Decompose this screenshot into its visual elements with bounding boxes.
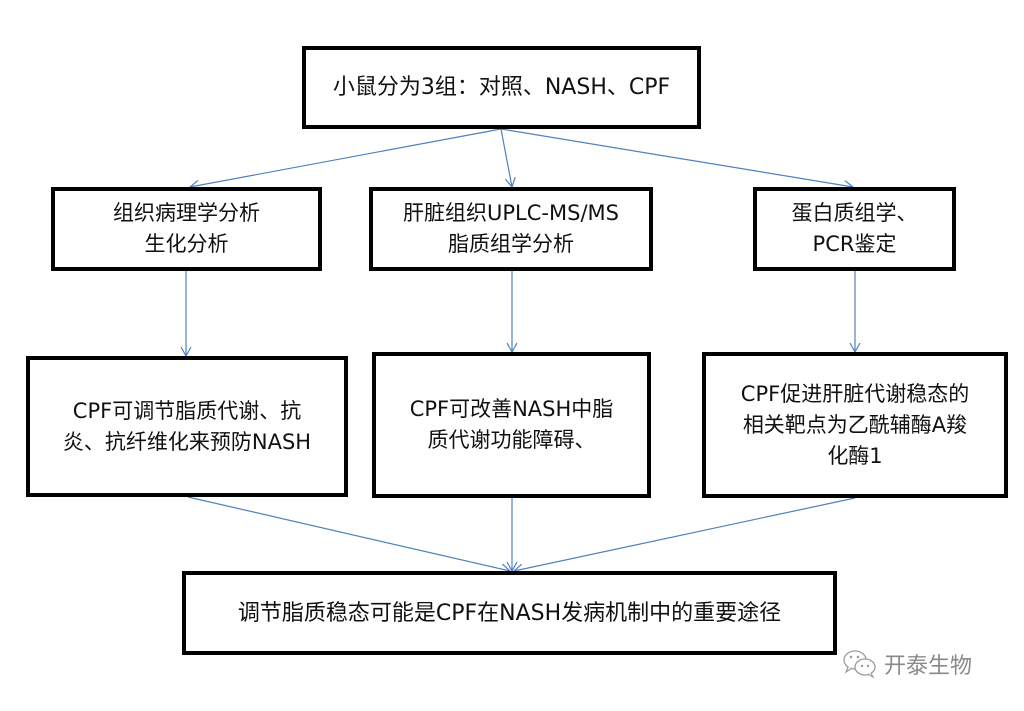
watermark-text: 开泰生物 [884,654,973,679]
top-box-mice-groups: 小鼠分为3组：对照、NASH、CPF [302,46,701,129]
box-text: 脂质组学分析 [448,232,574,256]
box-text: CPF可改善NASH中脂 [409,397,614,421]
box-text: 生化分析 [144,232,229,256]
arrow-top-to-method-2 [500,128,516,189]
box-text: CPF可调节脂质代谢、抗 [72,398,302,423]
arrow-finding-1-to-conclusion [187,496,512,575]
box-text: 化酶1 [827,443,883,468]
box-text: 蛋白质组学、 [791,201,918,225]
finding-box-1: CPF可调节脂质代谢、抗 炎、抗纤维化来预防NASH [26,356,348,497]
arrow-top-to-method-3 [500,128,855,192]
finding-box-2: CPF可改善NASH中脂 质代谢功能障碍、 [372,352,651,498]
method-box-proteomics: 蛋白质组学、 PCR鉴定 [753,187,956,271]
box-text: 质代谢功能障碍、 [427,428,596,452]
box-text: CPF促进肝脏代谢稳态的 [740,381,970,406]
box-text: 相关靶点为乙酰辅酶A羧 [742,412,968,437]
method-box-histopathology: 组织病理学分析 生化分析 [51,187,322,271]
box-text: PCR鉴定 [812,232,897,256]
arrow-finding-3-to-conclusion [512,497,856,575]
box-text: 肝脏组织UPLC-MS/MS [403,201,619,225]
box-text: 小鼠分为3组：对照、NASH、CPF [332,75,671,100]
box-text: 调节脂质稳态可能是CPF在NASH发病机制中的重要途径 [237,600,782,626]
finding-box-3: CPF促进肝脏代谢稳态的 相关靶点为乙酰辅酶A羧 化酶1 [702,352,1008,498]
method-box-lipidomics: 肝脏组织UPLC-MS/MS 脂质组学分析 [369,187,653,271]
wechat-icon [843,650,876,679]
arrow-top-to-method-1 [188,128,502,191]
conclusion-box: 调节脂质稳态可能是CPF在NASH发病机制中的重要途径 [182,571,837,655]
box-text: 组织病理学分析 [113,201,260,225]
watermark: 开泰生物 [842,648,972,680]
box-text: 炎、抗纤维化来预防NASH [62,429,312,454]
